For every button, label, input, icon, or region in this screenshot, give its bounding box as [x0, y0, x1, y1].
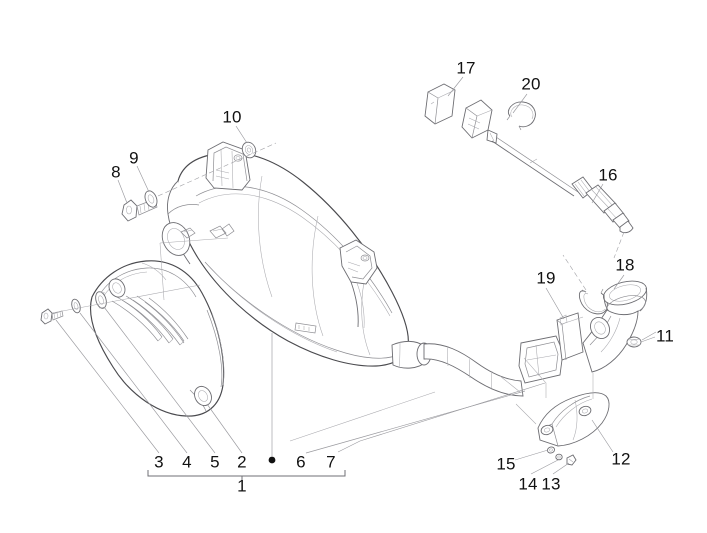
- assembly-dot: [268, 456, 276, 464]
- callout-2: 2: [237, 452, 247, 472]
- callout-1: 1: [237, 476, 247, 496]
- callout-4: 4: [182, 452, 192, 472]
- callout-18: 18: [615, 255, 635, 275]
- heat-shield-louvers: [111, 295, 189, 346]
- sensor-body: [585, 184, 634, 234]
- upper-fastener-set: [121, 141, 277, 222]
- leader-lines: [55, 76, 657, 481]
- flanged-bolt-part: [121, 198, 158, 222]
- callout-13: 13: [541, 474, 561, 494]
- pipe-clamp: [518, 335, 564, 384]
- callout-19: 19: [536, 268, 556, 288]
- lower-heat-guard-group: [537, 392, 610, 466]
- retaining-clip-small-part: [506, 101, 536, 131]
- callout-16: 16: [598, 165, 618, 185]
- upper-mount-bracket: [205, 141, 251, 191]
- manifold-elbow-group: [562, 254, 656, 373]
- silencer-body-group: [161, 141, 432, 369]
- callout-20: 20: [521, 74, 541, 94]
- callout-11: 11: [655, 326, 675, 346]
- callout-17: 17: [456, 58, 476, 78]
- nut-part: [626, 336, 642, 348]
- lambda-sensor-group: [424, 83, 634, 259]
- heat-shield-fasteners: [40, 284, 201, 325]
- rear-mount-bracket: [339, 239, 378, 329]
- callout-9: 9: [129, 148, 139, 168]
- shield-screw-part: [40, 308, 64, 325]
- rubber-pad-part: [556, 312, 584, 361]
- callout-8: 8: [111, 162, 121, 182]
- callout-12: 12: [611, 449, 631, 469]
- exhaust-pipe-group: [423, 335, 564, 397]
- sensor-connector: [461, 99, 498, 144]
- body-clips: [180, 223, 317, 334]
- callout-7: 7: [326, 452, 336, 472]
- callout-5: 5: [210, 452, 220, 472]
- callout-3: 3: [154, 452, 164, 472]
- callout-15: 15: [496, 454, 516, 474]
- callout-6: 6: [296, 452, 306, 472]
- connector-cap-part: [424, 83, 456, 125]
- elbow-body: [582, 280, 648, 373]
- callout-14: 14: [518, 474, 538, 494]
- callout-10: 10: [222, 107, 242, 127]
